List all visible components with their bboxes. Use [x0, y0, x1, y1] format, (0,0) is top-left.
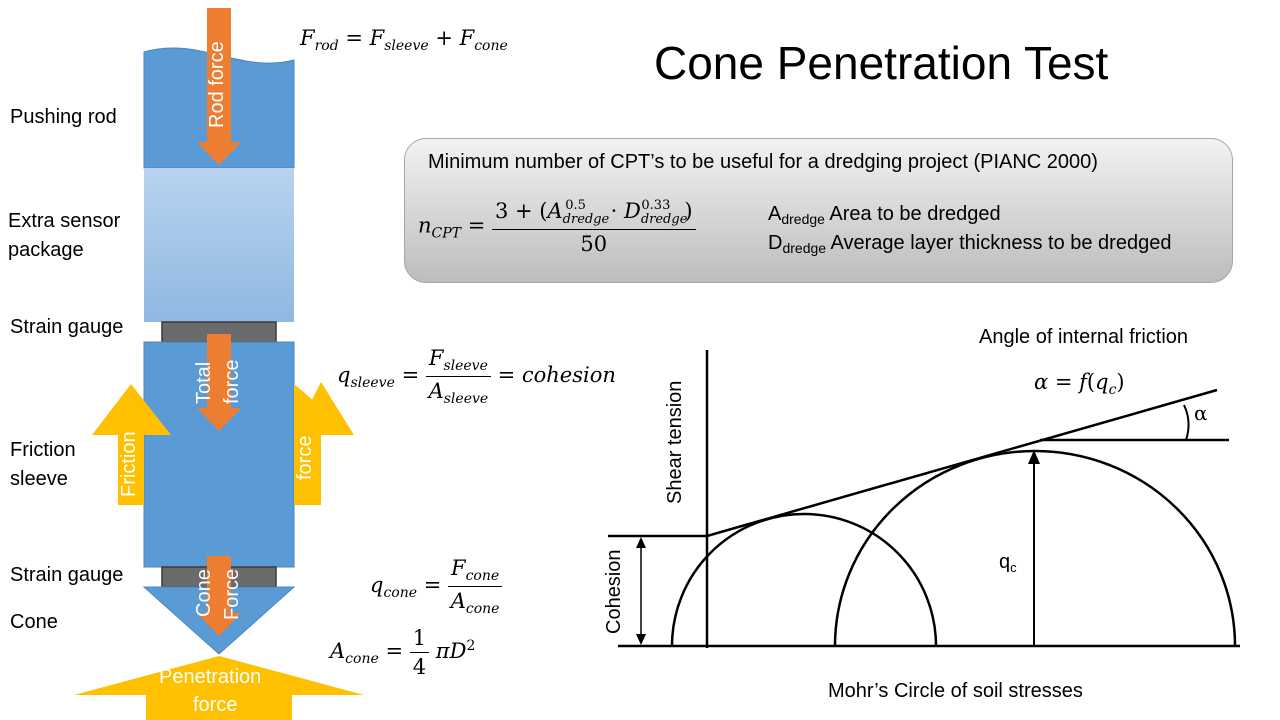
qc-arrow-head — [1028, 450, 1040, 464]
alpha-symbol: α — [1194, 401, 1208, 425]
friction-right-label: force — [294, 435, 316, 480]
label-pushing-rod: Pushing rod — [10, 106, 117, 128]
cone-force-arrow — [197, 556, 241, 636]
page-title: Cone Penetration Test — [654, 37, 1109, 89]
mohr-circle-diagram — [608, 350, 1240, 648]
cohesion-arrow-top — [636, 537, 646, 548]
friction-arrow-left — [92, 384, 171, 505]
alpha-angle-arc — [1183, 404, 1190, 441]
label-strain-gauge-bottom: Strain gauge — [10, 564, 124, 586]
rod-force-arrow — [197, 8, 241, 165]
cone-force-label-2: Force — [221, 568, 243, 620]
cone-force-label-1: Cone — [193, 569, 215, 617]
label-extra-sensor-2: package — [8, 239, 84, 261]
rod-force-label: Rod force — [206, 41, 228, 128]
label-cone: Cone — [10, 611, 58, 633]
label-strain-gauge-top: Strain gauge — [10, 316, 124, 338]
mohr-circle-small — [670, 512, 938, 647]
angle-of-friction-label: Angle of internal friction — [979, 326, 1189, 348]
legend-a-dredge: Adredge Area to be dredged — [768, 203, 1001, 227]
mohr-circle-large — [833, 449, 1237, 647]
shear-tension-label: Shear tension — [664, 380, 686, 504]
cohesion-label: Cohesion — [603, 549, 625, 634]
penetration-label-1: Penetration — [159, 666, 262, 688]
alpha-equation: α = f(qc) — [1034, 370, 1125, 398]
friction-arrow-right-body — [294, 384, 354, 505]
label-extra-sensor-1: Extra sensor — [8, 210, 121, 232]
friction-left-label: Friction — [118, 431, 140, 497]
total-force-label-2: force — [221, 359, 243, 404]
extra-sensor-package — [144, 168, 294, 322]
equation-rod-force: Frod = Fsleeve + Fcone — [300, 26, 508, 54]
cohesion-arrow-bottom — [636, 634, 646, 645]
total-force-arrow — [197, 334, 241, 431]
qc-label: qc — [999, 551, 1017, 575]
failure-envelope-line — [706, 388, 1218, 538]
info-box-heading: Minimum number of CPT’s to be useful for… — [428, 151, 1098, 173]
penetration-label-2: force — [193, 694, 238, 716]
label-friction-sleeve-1: Friction — [10, 439, 76, 461]
total-force-label-1: Total — [193, 361, 215, 404]
equation-n-cpt: nCPT = 3 + (Adredge0.5 · Ddredge0.33)50 — [418, 198, 696, 256]
label-friction-sleeve-2: sleeve — [10, 468, 68, 490]
cpt-count-info-box — [404, 138, 1233, 283]
mohr-caption: Mohr’s Circle of soil stresses — [828, 680, 1083, 702]
cpt-probe-diagram — [74, 8, 364, 720]
legend-d-dredge: Ddredge Average layer thickness to be dr… — [768, 232, 1172, 256]
penetration-arrow — [74, 656, 364, 720]
